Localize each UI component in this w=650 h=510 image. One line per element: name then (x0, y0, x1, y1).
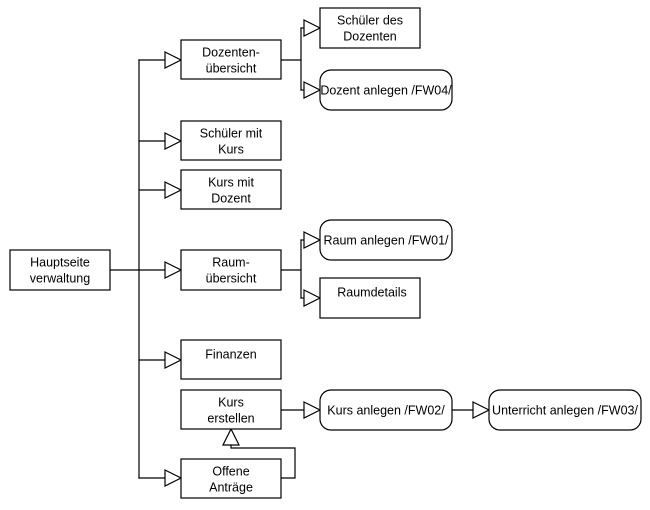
arrowhead-dozentenuebersicht (164, 51, 183, 69)
node-schueler-des-dozenten-shape[interactable] (319, 7, 421, 49)
node-raum-anlegen[interactable]: Raum anlegen /FW01/ (319, 219, 453, 261)
arrowhead-schueler-mit-kurs (164, 132, 183, 150)
node-raumdetails-shape[interactable] (319, 277, 421, 319)
node-layer: Hauptseite verwaltung Dozenten- übersich… (9, 7, 642, 499)
node-offene-antraege[interactable]: Offene Anträge (180, 458, 282, 499)
arrowhead-kurs-erstellen (222, 427, 240, 446)
node-kurs-mit-dozent-label-line1: Kurs mit (208, 175, 254, 189)
arrowhead-offene-antraege (164, 469, 183, 487)
node-offene-antraege-label-line1: Offene (212, 464, 249, 478)
node-unterricht-anlegen-label: Unterricht anlegen /FW03/ (492, 403, 638, 417)
node-dozent-anlegen-shape[interactable] (319, 69, 453, 111)
node-raumuebersicht-label-line2: übersicht (206, 271, 257, 285)
node-schueler-mit-kurs[interactable]: Schüler mit Kurs (180, 120, 282, 161)
arrowhead-finanzen (164, 351, 183, 369)
node-hauptseite-verwaltung-label-line2: verwaltung (30, 271, 90, 285)
node-kurs-erstellen-label-line1: Kurs (218, 395, 244, 409)
node-hauptseite-verwaltung-label-line1: Hauptseite (30, 255, 90, 269)
node-schueler-des-dozenten-label-line1: Schüler des (337, 13, 403, 27)
node-schueler-des-dozenten[interactable]: Schüler des Dozenten (319, 7, 421, 49)
node-kurs-erstellen-label-line2: erstellen (207, 411, 254, 425)
node-dozentenuebersicht-shape[interactable] (180, 39, 282, 80)
node-dozentenuebersicht[interactable]: Dozenten- übersicht (180, 39, 282, 80)
node-raumdetails[interactable]: Raumdetails (319, 277, 421, 319)
node-finanzen[interactable]: Finanzen (180, 339, 282, 380)
node-kurs-anlegen-shape[interactable] (319, 389, 453, 431)
node-schueler-mit-kurs-label-line1: Schüler mit (200, 126, 263, 140)
node-hauptseite-verwaltung[interactable]: Hauptseite verwaltung (9, 249, 111, 291)
node-kurs-anlegen[interactable]: Kurs anlegen /FW02/ (319, 389, 453, 431)
node-raum-anlegen-label: Raum anlegen /FW01/ (323, 233, 449, 247)
node-dozent-anlegen-label: Dozent anlegen /FW04/ (320, 83, 452, 97)
node-dozent-anlegen[interactable]: Dozent anlegen /FW04/ (319, 69, 453, 111)
node-kurs-anlegen-label: Kurs anlegen /FW02/ (327, 403, 445, 417)
arrowhead-raumuebersicht (164, 261, 183, 279)
node-finanzen-shape[interactable] (180, 339, 282, 380)
node-raum-anlegen-shape[interactable] (319, 219, 453, 261)
node-unterricht-anlegen-shape[interactable] (488, 389, 642, 431)
node-dozentenuebersicht-label-line1: Dozenten- (202, 45, 260, 59)
node-hauptseite-verwaltung-shape[interactable] (9, 249, 111, 291)
node-schueler-mit-kurs-label-line2: Kurs (218, 142, 244, 156)
arrowhead-dozent-anlegen (303, 81, 322, 99)
node-kurs-mit-dozent-shape[interactable] (180, 169, 282, 210)
node-raumdetails-label: Raumdetails (337, 285, 406, 299)
node-dozentenuebersicht-label-line2: übersicht (206, 61, 257, 75)
node-kurs-erstellen-shape[interactable] (180, 389, 282, 430)
node-raumuebersicht-shape[interactable] (180, 249, 282, 291)
node-kurs-mit-dozent[interactable]: Kurs mit Dozent (180, 169, 282, 210)
arrowhead-schueler-des-dozenten (303, 19, 322, 37)
arrowhead-kurs-anlegen (303, 401, 322, 419)
arrowhead-kurs-mit-dozent (164, 181, 183, 199)
node-schueler-des-dozenten-label-line2: Dozenten (343, 29, 397, 43)
arrowhead-raum-anlegen (303, 231, 322, 249)
arrowhead-unterricht-anlegen (472, 401, 491, 419)
node-schueler-mit-kurs-shape[interactable] (180, 120, 282, 161)
node-offene-antraege-label-line2: Anträge (209, 480, 253, 494)
node-kurs-mit-dozent-label-line2: Dozent (211, 191, 251, 205)
arrowhead-raumdetails (303, 289, 322, 307)
node-kurs-erstellen[interactable]: Kurs erstellen (180, 389, 282, 430)
edge-offene-antraege-to-kurs-erstellen (230, 444, 296, 479)
node-raumuebersicht-label-line1: Raum- (212, 255, 250, 269)
node-offene-antraege-shape[interactable] (180, 458, 282, 499)
node-unterricht-anlegen[interactable]: Unterricht anlegen /FW03/ (488, 389, 642, 431)
node-raumuebersicht[interactable]: Raum- übersicht (180, 249, 282, 291)
edge-layer (109, 19, 491, 487)
node-finanzen-label: Finanzen (205, 347, 256, 361)
